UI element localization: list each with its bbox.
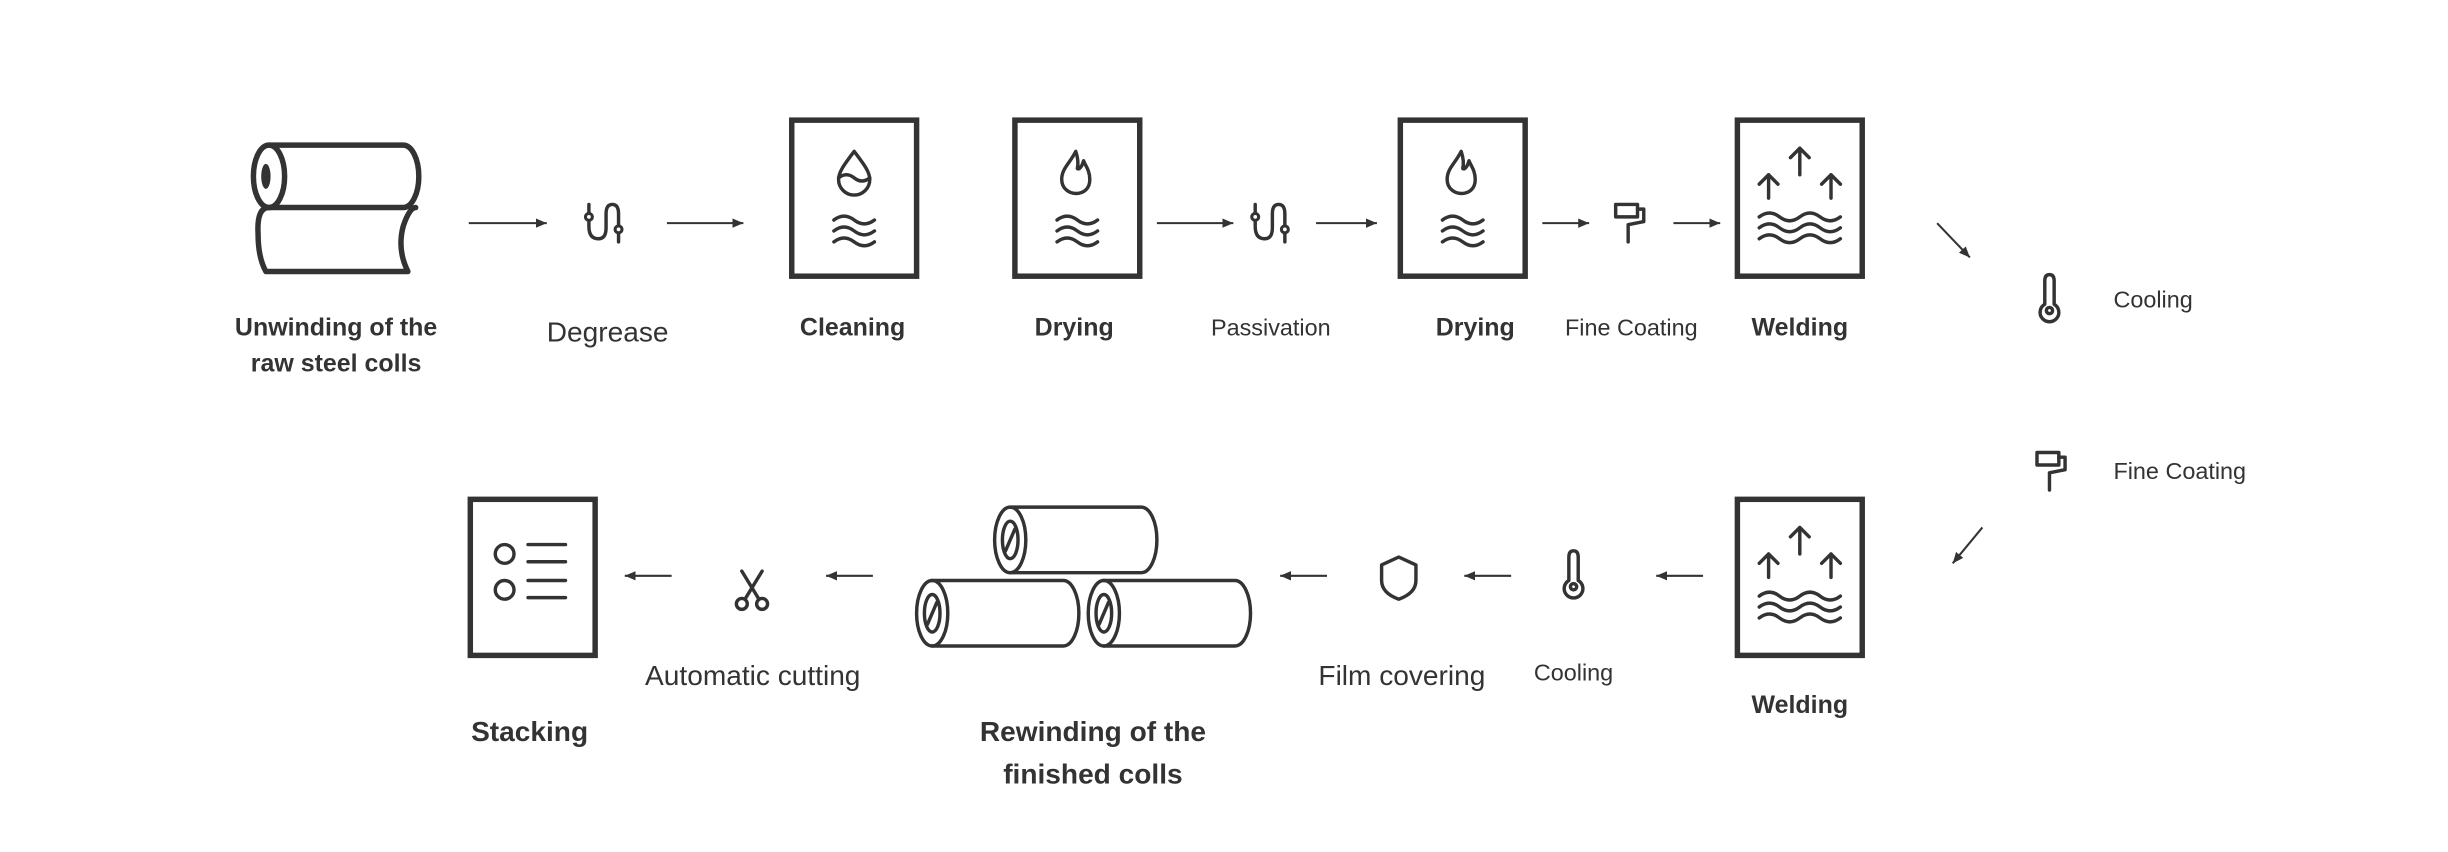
step-degrease: Degrease bbox=[547, 202, 669, 348]
step-film-covering: Film covering bbox=[1318, 555, 1485, 691]
step-label: Rewinding of the bbox=[980, 716, 1206, 747]
step-cooling: Cooling bbox=[2038, 272, 2193, 324]
step-drying: Drying bbox=[1012, 117, 1143, 341]
thermometer-icon bbox=[2038, 272, 2061, 324]
list-box-icon bbox=[467, 496, 598, 659]
step-drying-2: Drying bbox=[1397, 117, 1528, 341]
step-label: Cooling bbox=[1534, 659, 1613, 685]
water-drop-box-icon bbox=[789, 117, 920, 279]
step-label: Cooling bbox=[2113, 286, 2192, 312]
step-unwinding: Unwinding of the raw steel colls bbox=[235, 142, 437, 377]
flow-arrow bbox=[1936, 222, 1971, 259]
step-label: Fine Coating bbox=[1565, 314, 1698, 340]
step-rewinding: Rewinding of the finished colls bbox=[914, 505, 1253, 789]
scissors-icon bbox=[734, 569, 770, 612]
step-label: Drying bbox=[1436, 313, 1515, 341]
step-label: raw steel colls bbox=[251, 349, 422, 377]
stacked-coils-icon bbox=[914, 505, 1253, 648]
step-label: Passivation bbox=[1211, 314, 1331, 340]
paint-roller-icon bbox=[1613, 202, 1646, 244]
step-label: finished colls bbox=[1003, 758, 1182, 789]
step-label: Drying bbox=[1035, 313, 1114, 341]
step-label: Stacking bbox=[471, 716, 588, 747]
step-welding: Welding bbox=[1737, 120, 1862, 341]
step-fine-coating-2: Fine Coating bbox=[2035, 450, 2246, 492]
step-automatic-cutting: Automatic cutting bbox=[645, 569, 860, 691]
step-label: Degrease bbox=[547, 317, 669, 348]
heat-waves-box-icon bbox=[1737, 499, 1862, 655]
flame-box-icon bbox=[1397, 117, 1528, 279]
shield-icon bbox=[1379, 555, 1418, 601]
pipe-icon bbox=[1250, 202, 1291, 244]
step-label: Film covering bbox=[1318, 660, 1485, 691]
thermometer-icon bbox=[1562, 549, 1585, 600]
step-label: Welding bbox=[1752, 691, 1849, 719]
step-cleaning: Cleaning bbox=[789, 117, 920, 341]
step-stacking: Stacking bbox=[467, 496, 598, 747]
step-passivation: Passivation bbox=[1211, 202, 1331, 340]
step-cooling-2: Cooling bbox=[1534, 549, 1613, 685]
step-label: Welding bbox=[1752, 313, 1849, 341]
paint-roller-icon bbox=[2035, 450, 2067, 492]
step-label: Unwinding of the bbox=[235, 313, 437, 341]
flow-arrow bbox=[1951, 526, 1984, 564]
flame-box-icon bbox=[1012, 117, 1143, 279]
step-label: Cleaning bbox=[800, 313, 905, 341]
steel-coil-icon bbox=[250, 142, 422, 275]
step-label: Automatic cutting bbox=[645, 660, 860, 691]
step-fine-coating: Fine Coating bbox=[1565, 202, 1698, 340]
step-label: Fine Coating bbox=[2113, 458, 2246, 484]
heat-waves-box-icon bbox=[1737, 120, 1862, 276]
pipe-icon bbox=[583, 202, 624, 244]
step-welding-2: Welding bbox=[1737, 499, 1862, 719]
